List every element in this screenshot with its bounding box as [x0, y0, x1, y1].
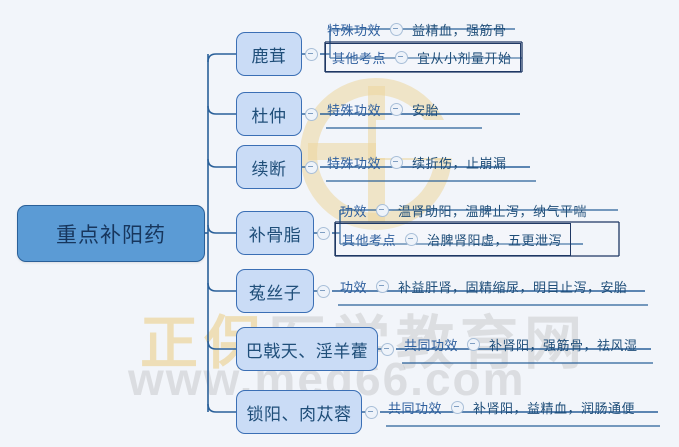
collapse-toggle-xuduan[interactable]: [305, 161, 318, 174]
collapse-toggle-suoyang-roucongrong[interactable]: [365, 406, 378, 419]
branch-node-buguzhi[interactable]: 补骨脂: [236, 211, 314, 255]
leaf-collapse-toggle[interactable]: [467, 337, 481, 351]
root-node[interactable]: 重点补阳药: [17, 205, 205, 262]
leaf-value: 益精血，强筋骨: [412, 23, 507, 39]
branch-node-label: 续断: [251, 159, 287, 180]
leaf-key: 功效: [340, 204, 368, 220]
branch-node-bajitian-yinyanghuo[interactable]: 巴戟天、淫羊藿: [236, 327, 378, 371]
collapse-toggle-lurong[interactable]: [305, 48, 318, 61]
leaf-row[interactable]: 功效 温肾助阳，温脾止泻，纳气平喘: [340, 198, 587, 222]
collapse-toggle-duzhong[interactable]: [305, 108, 318, 121]
leaf-row[interactable]: 功效 补益肝肾，固精缩尿，明目止泻，安胎: [340, 274, 628, 298]
leaf-key: 其他考点: [342, 234, 397, 249]
leaf-collapse-toggle[interactable]: [376, 279, 390, 293]
leaf-value: 温肾助阳，温脾止泻，纳气平喘: [398, 204, 588, 220]
branch-node-tusizi[interactable]: 菟丝子: [236, 269, 314, 313]
branch-node-suoyang-roucongrong[interactable]: 锁阳、肉苁蓉: [236, 390, 362, 434]
branch-node-label: 杜仲: [251, 106, 287, 127]
leaf-value: 补肾阳，益精血，润肠通便: [473, 401, 636, 417]
leaf-collapse-toggle[interactable]: [405, 233, 419, 246]
leaf-value: 宜从小剂量开始: [417, 52, 512, 67]
root-node-label: 重点补阳药: [56, 222, 166, 247]
leaf-row[interactable]: 特殊功效 益精血，强筋骨: [327, 17, 507, 41]
leaf-value: 治脾肾阳虚，五更泄泻: [427, 234, 563, 249]
leaf-collapse-toggle[interactable]: [376, 203, 390, 217]
branch-node-label: 补骨脂: [248, 225, 302, 246]
collapse-toggle-bajitian-yinyanghuo[interactable]: [381, 343, 394, 356]
leaf-key: 特殊功效: [327, 156, 382, 172]
leaf-row[interactable]: 其他考点 治脾肾阳虚，五更泄泻: [335, 223, 572, 256]
leaf-row[interactable]: 其他考点 宜从小剂量开始: [325, 43, 521, 72]
leaf-collapse-toggle[interactable]: [395, 51, 409, 64]
branch-node-duzhong[interactable]: 杜仲: [236, 92, 302, 136]
leaf-value: 补肾阳，强筋骨，祛风湿: [489, 338, 638, 354]
leaf-value: 安胎: [412, 103, 440, 119]
leaf-row[interactable]: 特殊功效 续折伤，止崩漏: [327, 150, 507, 174]
leaf-collapse-toggle[interactable]: [390, 22, 404, 36]
collapse-toggle-tusizi[interactable]: [317, 285, 330, 298]
collapse-toggle-buguzhi[interactable]: [317, 227, 330, 240]
branch-node-label: 巴戟天、淫羊藿: [245, 341, 369, 362]
leaf-key: 共同功效: [388, 401, 443, 417]
leaf-key: 其他考点: [332, 52, 387, 67]
leaf-value: 补益肝肾，固精缩尿，明目止泻，安胎: [398, 280, 628, 296]
leaf-collapse-toggle[interactable]: [390, 102, 404, 116]
leaf-row[interactable]: 特殊功效 安胎: [327, 97, 439, 121]
branch-node-label: 锁阳、肉苁蓉: [246, 404, 352, 425]
branch-node-xuduan[interactable]: 续断: [236, 145, 302, 189]
leaf-key: 共同功效: [404, 338, 459, 354]
branch-node-label: 菟丝子: [248, 283, 302, 304]
branch-node-lurong[interactable]: 鹿茸: [236, 32, 302, 76]
leaf-key: 特殊功效: [327, 23, 382, 39]
leaf-collapse-toggle[interactable]: [390, 155, 404, 169]
leaf-collapse-toggle[interactable]: [451, 400, 465, 414]
leaf-key: 功效: [340, 280, 368, 296]
leaf-value: 续折伤，止崩漏: [412, 156, 507, 172]
leaf-row[interactable]: 共同功效 补肾阳，强筋骨，祛风湿: [404, 332, 638, 356]
leaf-key: 特殊功效: [327, 103, 382, 119]
branch-node-label: 鹿茸: [251, 46, 287, 67]
leaf-row[interactable]: 共同功效 补肾阳，益精血，润肠通便: [388, 395, 635, 419]
